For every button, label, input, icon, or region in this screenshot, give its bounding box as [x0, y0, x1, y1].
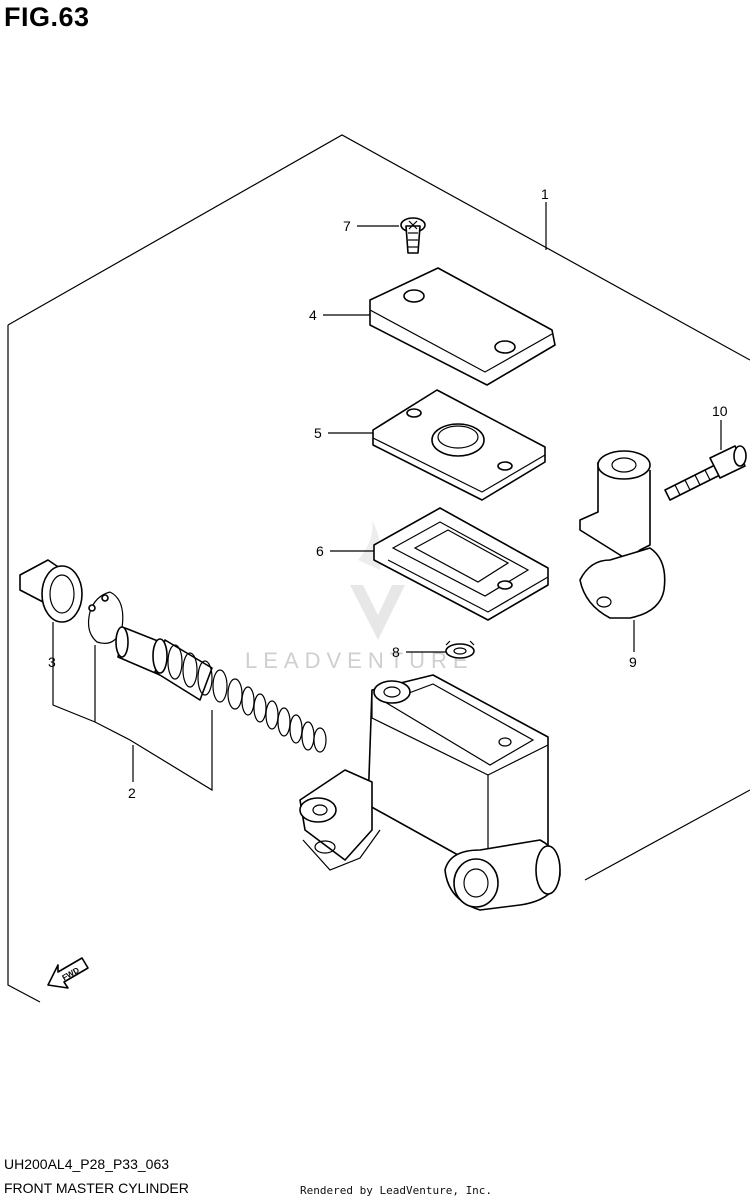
rendered-by-credit: Rendered by LeadVenture, Inc. — [300, 1184, 493, 1197]
callout-3[interactable]: 3 — [48, 654, 56, 670]
screw-part-7[interactable] — [400, 217, 426, 254]
callout-4[interactable]: 4 — [309, 307, 317, 323]
figure-code: UH200AL4_P28_P33_063 — [4, 1156, 170, 1172]
clip-part-8[interactable] — [445, 640, 475, 659]
figure-title: FIG.63 — [4, 2, 90, 32]
leader-bracket — [52, 655, 213, 792]
figure-name: FRONT MASTER CYLINDER — [4, 1180, 189, 1196]
callout-5[interactable]: 5 — [314, 425, 322, 441]
callout-6[interactable]: 6 — [316, 543, 324, 559]
piston-assembly-part-2[interactable] — [115, 626, 327, 753]
diaphragm-part-6[interactable] — [373, 507, 549, 621]
reservoir-cap-part-4[interactable] — [369, 267, 556, 386]
master-cylinder-body[interactable] — [299, 674, 561, 911]
fwd-arrow-icon: FWD — [47, 957, 89, 989]
boot-part-3[interactable] — [19, 559, 83, 623]
clamp-part-9[interactable] — [579, 450, 666, 619]
callout-2[interactable]: 2 — [128, 785, 136, 801]
callout-8[interactable]: 8 — [392, 644, 400, 660]
callout-1[interactable]: 1 — [541, 186, 549, 202]
callout-7[interactable]: 7 — [343, 218, 351, 234]
callout-10[interactable]: 10 — [712, 403, 728, 419]
assembly-outline — [7, 134, 750, 1003]
diaphragm-plate-part-5[interactable] — [372, 389, 546, 501]
circlip-part[interactable] — [87, 591, 124, 644]
callout-9[interactable]: 9 — [629, 654, 637, 670]
bolt-part-10[interactable] — [664, 445, 747, 501]
